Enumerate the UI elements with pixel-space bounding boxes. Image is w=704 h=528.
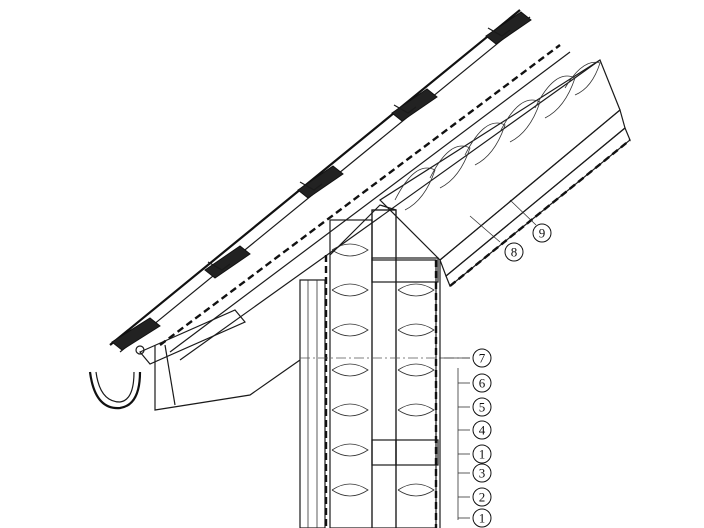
callout-4: 4 — [472, 420, 492, 440]
eave-timber — [139, 309, 246, 365]
callout-1-upper: 1 — [472, 444, 492, 464]
roof-board-layer — [439, 108, 626, 277]
leaders — [440, 199, 537, 520]
svg-text:9: 9 — [539, 226, 546, 241]
roof-tiles — [111, 11, 532, 351]
membrane-line — [159, 44, 561, 346]
callout-6: 6 — [472, 373, 492, 393]
gutter — [88, 345, 145, 410]
mid-rail — [395, 439, 439, 466]
callout-2: 2 — [472, 487, 492, 507]
callout-list-roof: 8 9 — [504, 223, 552, 262]
svg-text:7: 7 — [479, 351, 486, 366]
callout-7: 7 — [472, 348, 492, 368]
svg-text:5: 5 — [479, 400, 486, 415]
svg-text:4: 4 — [479, 423, 486, 438]
svg-text:1: 1 — [479, 511, 486, 526]
roof-assembly — [109, 9, 631, 411]
callout-list-right: 7 6 5 4 1 3 2 1 — [472, 348, 492, 528]
roof-insulation-curls — [394, 61, 601, 211]
svg-text:6: 6 — [479, 376, 486, 391]
callout-5: 5 — [472, 397, 492, 417]
svg-text:1: 1 — [479, 447, 486, 462]
wall-assembly — [299, 204, 470, 528]
eave-soffit — [154, 345, 301, 411]
top-plate — [371, 257, 439, 283]
callout-3: 3 — [472, 463, 492, 483]
wall-insulation-1 — [329, 219, 373, 528]
callout-8: 8 — [504, 242, 524, 262]
callout-9: 9 — [532, 223, 552, 243]
svg-text:3: 3 — [479, 466, 486, 481]
callout-1-lower: 1 — [472, 508, 492, 528]
svg-text:2: 2 — [479, 490, 486, 505]
svg-text:8: 8 — [511, 245, 518, 260]
